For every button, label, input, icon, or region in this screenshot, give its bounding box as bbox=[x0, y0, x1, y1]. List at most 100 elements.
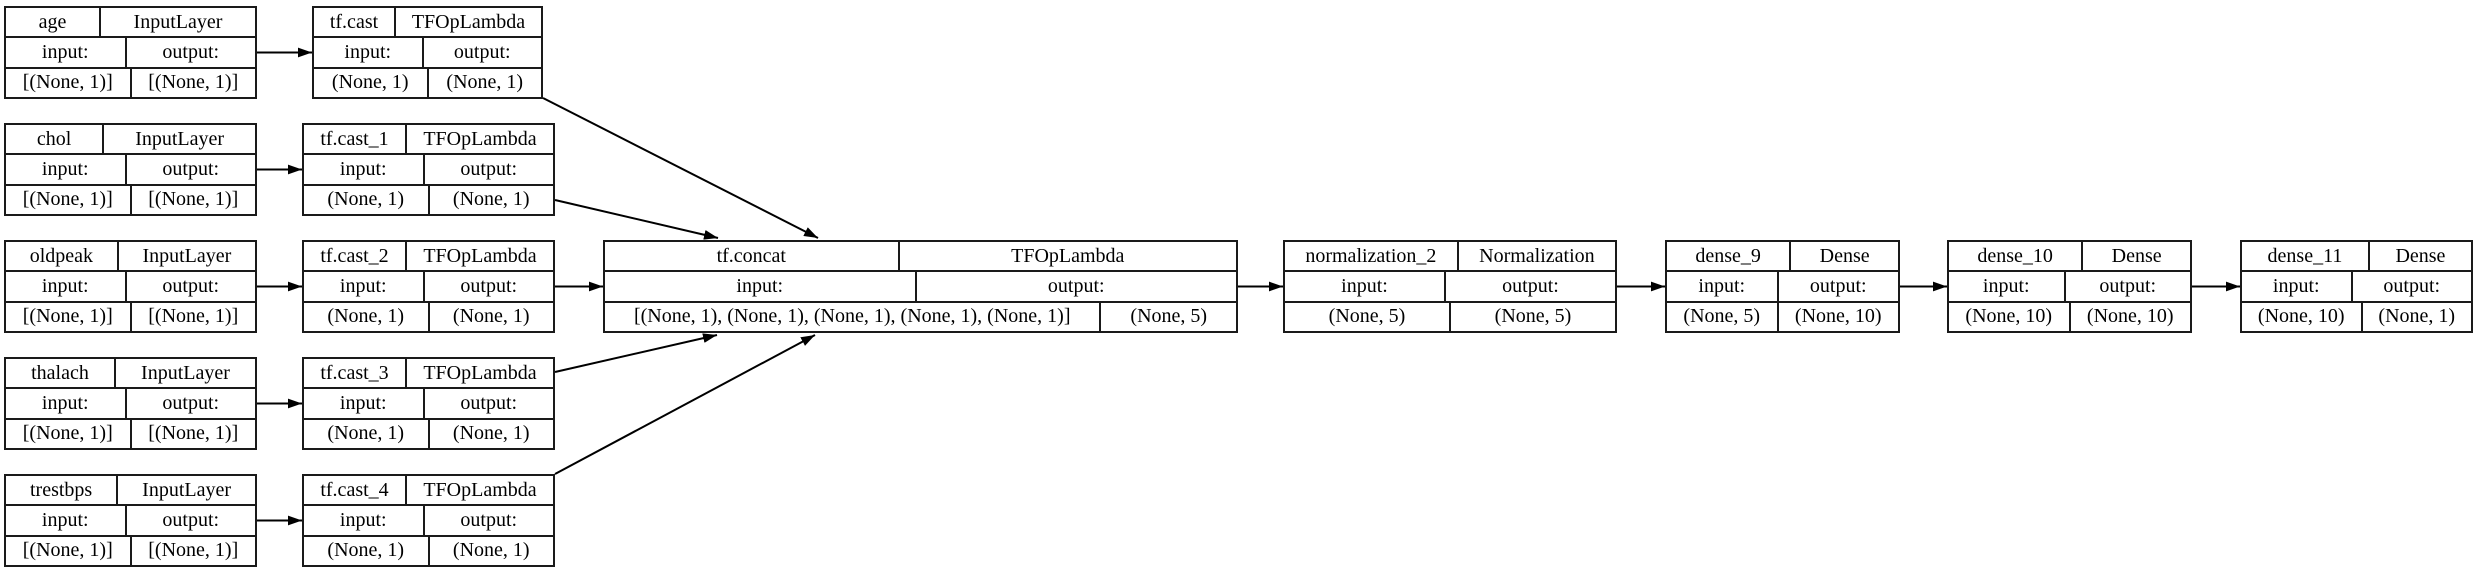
output-shape: (None, 10) bbox=[2068, 302, 2191, 331]
output-shape: (None, 5) bbox=[1449, 302, 1615, 331]
layer-name: tf.cast_1 bbox=[320, 127, 389, 150]
output-shape: [(None, 1)] bbox=[129, 185, 256, 214]
layer-title-row: tf.cast_2 TFOpLambda bbox=[304, 242, 553, 271]
layer-shape-row: (None, 10)(None, 10) bbox=[1949, 300, 2191, 331]
input-label: input: bbox=[339, 508, 387, 531]
layer-shape-row: [(None, 1)][(None, 1)] bbox=[6, 183, 256, 214]
layer-io-label-row: input:output: bbox=[1285, 270, 1615, 301]
layer-name: tf.cast_2 bbox=[320, 244, 389, 267]
output-label: output: bbox=[124, 389, 256, 418]
output-shape: (None, 1) bbox=[426, 68, 542, 97]
layer-class: Dense bbox=[1789, 242, 1898, 271]
input-label: input: bbox=[2272, 274, 2320, 297]
output-shape: (None, 5) bbox=[1099, 302, 1236, 331]
output-label: output: bbox=[2350, 272, 2472, 301]
layer-shape-row: (None, 5) (None, 5) bbox=[1285, 300, 1615, 331]
layer-name: normalization_2 bbox=[1305, 244, 1437, 267]
layer-io-label-row: input:output: bbox=[304, 270, 554, 301]
layer-io-label-row: input:output: bbox=[1667, 270, 1899, 301]
layer-class: TFOpLambda bbox=[897, 242, 1236, 271]
layer-class: Dense bbox=[2081, 242, 2190, 271]
output-label: output: bbox=[422, 272, 554, 301]
output-shape: [(None, 1)] bbox=[129, 302, 256, 331]
input-label: input: bbox=[736, 274, 784, 297]
input-shape: [(None, 1)] bbox=[22, 422, 113, 445]
layer-class: TFOpLambda bbox=[405, 125, 553, 154]
layer-name: dense_9 bbox=[1695, 244, 1761, 267]
edge-tf.cast_3-to-tf.concat bbox=[554, 333, 718, 373]
layer-title-row: tf.concat TFOpLambda bbox=[605, 242, 1236, 271]
output-shape: (None, 1) bbox=[2360, 302, 2472, 331]
output-label: output: bbox=[1776, 272, 1899, 301]
output-shape: (None, 1) bbox=[427, 185, 554, 214]
input-shape: [(None, 1), (None, 1), (None, 1), (None,… bbox=[633, 305, 1071, 328]
input-label: input: bbox=[41, 508, 89, 531]
layer-title-row: tf.cast_4 TFOpLambda bbox=[304, 476, 553, 505]
input-label: input: bbox=[344, 40, 392, 63]
layer-shape-row: (None, 1) (None, 1) bbox=[304, 534, 554, 565]
output-label: output: bbox=[124, 272, 256, 301]
input-label: input: bbox=[1982, 274, 2030, 297]
layer-io-label-row: input:output: bbox=[304, 153, 553, 184]
layer-class: Normalization bbox=[1456, 242, 1615, 271]
layer-title-row: dense_9 Dense bbox=[1667, 242, 1898, 271]
layer-shape-row: (None, 1) (None, 1) bbox=[304, 300, 554, 331]
layer-name: tf.cast_4 bbox=[320, 478, 389, 501]
edge-tf.cast_4-to-tf.concat bbox=[554, 334, 816, 475]
input-label: input: bbox=[41, 157, 89, 180]
layer-class: TFOpLambda bbox=[405, 359, 553, 388]
layer-name: tf.concat bbox=[716, 244, 786, 267]
input-shape: (None, 1) bbox=[327, 422, 405, 445]
layer-class: InputLayer bbox=[102, 125, 255, 154]
layer-class: TFOpLambda bbox=[405, 476, 553, 505]
layer-title-row: tf.cast_1 TFOpLambda bbox=[304, 125, 553, 154]
layer-class: TFOpLambda bbox=[405, 242, 553, 271]
layer-shape-row: (None, 1)(None, 1) bbox=[304, 183, 554, 214]
layer-io-label-row: input:output: bbox=[6, 270, 256, 301]
layer-shape-row: (None, 10)(None, 1) bbox=[2242, 300, 2472, 331]
input-label: input: bbox=[41, 40, 89, 63]
output-label: output: bbox=[422, 389, 554, 418]
input-shape: (None, 5) bbox=[1328, 305, 1406, 328]
layer-class: InputLayer bbox=[113, 359, 255, 388]
output-label: output: bbox=[124, 506, 256, 535]
layer-io-label-row: input:output: bbox=[304, 387, 554, 418]
input-shape: (None, 5) bbox=[1683, 305, 1761, 328]
layer-class: Dense bbox=[2367, 242, 2471, 271]
output-shape: (None, 1) bbox=[427, 302, 554, 331]
layer-shape-row: [(None, 1), (None, 1), (None, 1), (None,… bbox=[605, 300, 1236, 331]
layer-shape-row: [(None, 1)][(None, 1)] bbox=[6, 417, 255, 448]
input-shape: (None, 1) bbox=[327, 539, 405, 562]
output-shape: (None, 1) bbox=[427, 536, 554, 565]
layer-io-label-row: input:output: bbox=[6, 153, 255, 184]
output-shape: (None, 10) bbox=[1776, 302, 1899, 331]
input-shape: [(None, 1)] bbox=[22, 305, 113, 328]
output-label: output: bbox=[422, 506, 554, 535]
input-shape: [(None, 1)] bbox=[22, 539, 113, 562]
layer-io-label-row: input:output: bbox=[6, 387, 256, 418]
input-shape: [(None, 1)] bbox=[22, 71, 113, 94]
layer-class: InputLayer bbox=[116, 476, 255, 505]
layer-shape-row: (None, 1)(None, 1) bbox=[314, 66, 542, 97]
input-label: input: bbox=[339, 157, 387, 180]
layer-shape-row: [(None, 1)][(None, 1)] bbox=[6, 66, 255, 97]
input-shape: (None, 1) bbox=[327, 305, 405, 328]
input-label: input: bbox=[1341, 274, 1388, 297]
layer-class: TFOpLambda bbox=[394, 8, 541, 37]
